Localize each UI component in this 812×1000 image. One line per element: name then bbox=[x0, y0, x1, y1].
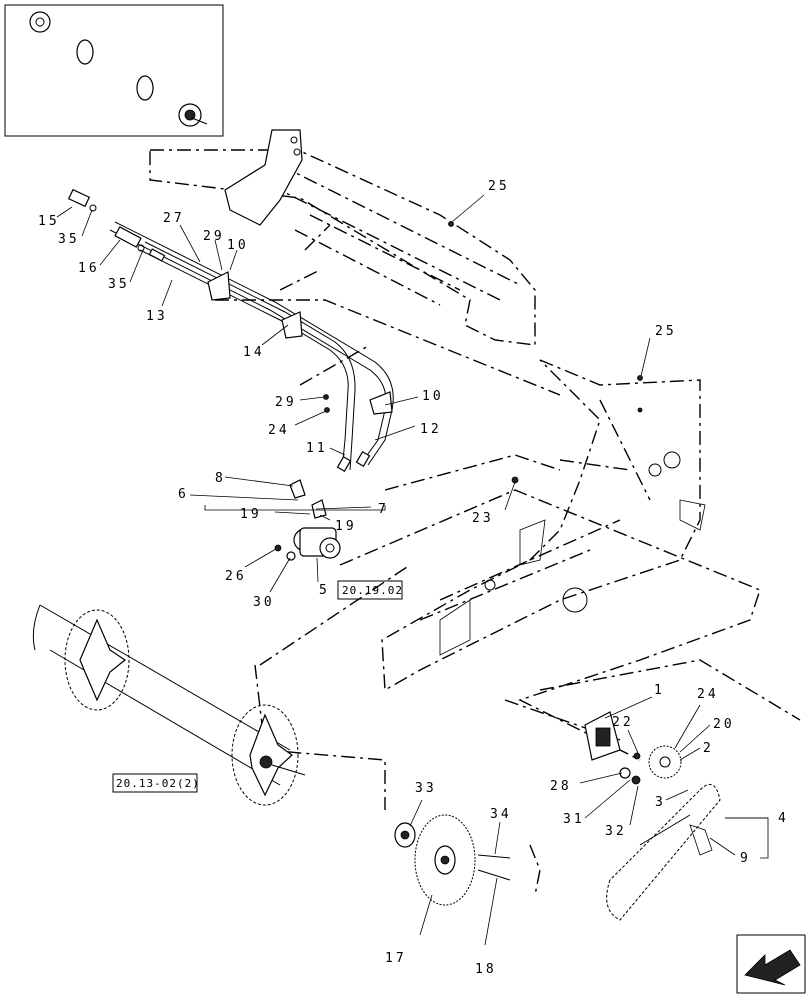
drive-components bbox=[394, 711, 721, 921]
callout-25: 25 bbox=[655, 324, 677, 339]
callout-4: 4 bbox=[778, 811, 789, 826]
callout-29: 29 bbox=[203, 229, 225, 244]
callout-24: 24 bbox=[697, 687, 719, 702]
callout-labels: 25 25 15 35 27 29 10 16 35 13 14 29 24 1… bbox=[38, 179, 789, 977]
callout-leaders bbox=[56, 194, 769, 946]
callout-9: 9 bbox=[740, 851, 751, 866]
callout-10: 10 bbox=[227, 238, 249, 253]
callout-19: 19 bbox=[240, 507, 262, 522]
callout-19: 19 bbox=[335, 519, 357, 534]
callout-34: 34 bbox=[490, 807, 512, 822]
callout-10: 10 bbox=[422, 389, 444, 404]
callout-6: 6 bbox=[178, 487, 189, 502]
callout-29: 29 bbox=[275, 395, 297, 410]
callout-12: 12 bbox=[420, 422, 442, 437]
callout-35: 35 bbox=[58, 232, 80, 247]
callout-30: 30 bbox=[253, 595, 275, 610]
callout-28: 28 bbox=[550, 779, 572, 794]
hardware-points bbox=[323, 221, 643, 484]
callout-2: 2 bbox=[703, 741, 714, 756]
callout-24: 24 bbox=[268, 423, 290, 438]
callout-35: 35 bbox=[108, 277, 130, 292]
hydraulic-lines bbox=[67, 188, 394, 473]
frame-outline bbox=[149, 129, 706, 692]
svg-text:20.19.02: 20.19.02 bbox=[342, 584, 403, 597]
callout-20: 20 bbox=[713, 717, 735, 732]
reference-20-13-02-2[interactable]: 20.13-02(2) bbox=[112, 773, 200, 793]
callout-13: 13 bbox=[146, 309, 168, 324]
motor-assembly bbox=[274, 479, 341, 561]
callout-11: 11 bbox=[306, 441, 328, 456]
callout-15: 15 bbox=[38, 214, 60, 229]
callout-16: 16 bbox=[78, 261, 100, 276]
callout-25: 25 bbox=[488, 179, 510, 194]
inset-thumbnail bbox=[4, 4, 224, 137]
callout-23: 23 bbox=[472, 511, 494, 526]
callout-7: 7 bbox=[378, 502, 389, 517]
callout-27: 27 bbox=[163, 211, 185, 226]
callout-8: 8 bbox=[215, 471, 226, 486]
leader-lines bbox=[215, 224, 801, 896]
callout-22: 22 bbox=[612, 715, 634, 730]
callout-26: 26 bbox=[225, 569, 247, 584]
callout-17: 17 bbox=[385, 951, 407, 966]
callout-33: 33 bbox=[415, 781, 437, 796]
callout-18: 18 bbox=[475, 962, 497, 977]
callout-5: 5 bbox=[319, 583, 330, 598]
svg-text:20.13-02(2): 20.13-02(2) bbox=[116, 777, 200, 790]
reel-shaft bbox=[32, 604, 306, 806]
callout-14: 14 bbox=[243, 345, 265, 360]
reference-20-19-02[interactable]: 20.19.02 bbox=[337, 580, 403, 600]
nav-arrow-icon[interactable] bbox=[736, 934, 806, 994]
callout-1: 1 bbox=[654, 683, 665, 698]
callout-3: 3 bbox=[655, 795, 666, 810]
callout-31: 31 bbox=[563, 812, 585, 827]
callout-32: 32 bbox=[605, 824, 627, 839]
